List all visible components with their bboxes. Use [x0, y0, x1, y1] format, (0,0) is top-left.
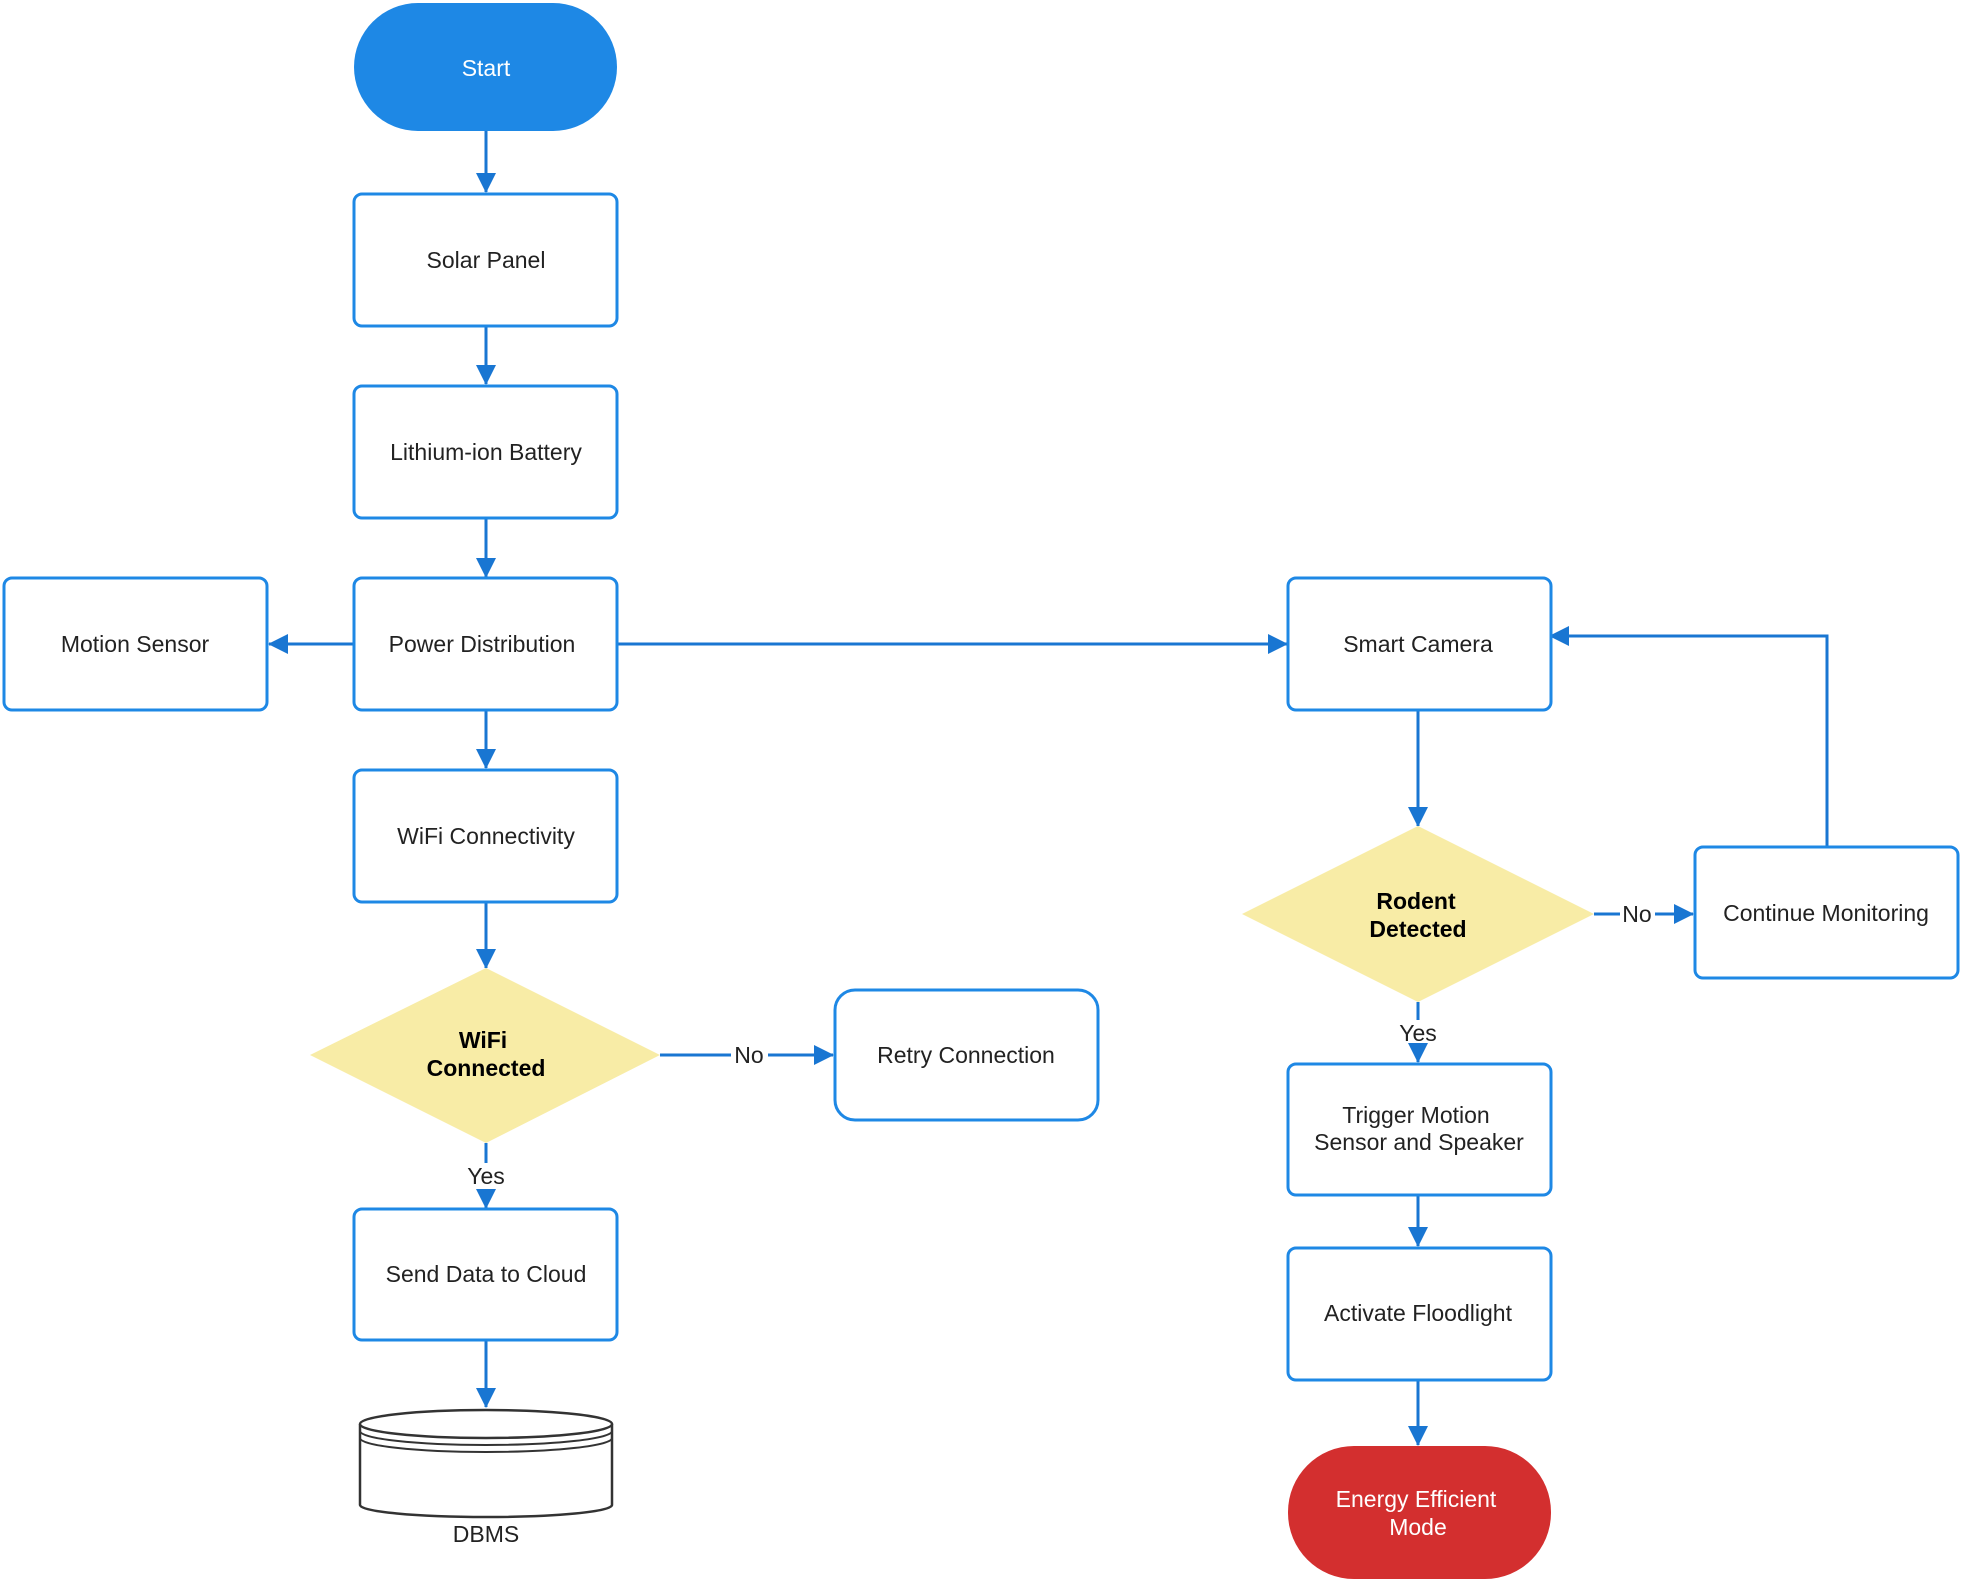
continue-monitoring-node: Continue Monitoring — [1693, 845, 1960, 980]
smart-camera-label: Smart Camera — [1343, 631, 1493, 657]
wifi-connected-label-line2: Connected — [427, 1055, 546, 1081]
send-data-node: Send Data to Cloud — [352, 1207, 619, 1342]
wifi-connected-label-line1: WiFi — [459, 1027, 507, 1053]
power-distribution-label: Power Distribution — [389, 631, 576, 657]
trigger-label-line1: Trigger Motion — [1342, 1102, 1489, 1128]
motion-sensor-node: Motion Sensor — [2, 576, 269, 712]
send-data-label: Send Data to Cloud — [386, 1261, 587, 1287]
rodent-no-label: No — [1622, 901, 1651, 927]
retry-connection-label: Retry Connection — [877, 1042, 1055, 1068]
power-distribution-node: Power Distribution — [352, 576, 619, 712]
energy-mode-label-line2: Mode — [1389, 1514, 1447, 1540]
retry-connection-node: Retry Connection — [833, 988, 1100, 1122]
edge-monitor-camera — [1549, 626, 1829, 846]
rodent-detected-label-line1: Rodent — [1376, 888, 1456, 914]
trigger-label-line2: Sensor and Speaker — [1314, 1129, 1524, 1155]
edges — [268, 131, 1829, 1446]
wifi-connectivity-node: WiFi Connectivity — [352, 768, 619, 904]
floodlight-node: Activate Floodlight — [1286, 1246, 1553, 1382]
solar-panel-node: Solar Panel — [352, 192, 619, 328]
motion-sensor-label: Motion Sensor — [61, 631, 210, 657]
wifi-yes-label: Yes — [467, 1163, 505, 1189]
floodlight-label: Activate Floodlight — [1324, 1300, 1513, 1326]
rodent-detected-label-line2: Detected — [1369, 916, 1466, 942]
dbms-database: DBMS — [358, 1408, 614, 1547]
wifi-connectivity-label: WiFi Connectivity — [397, 823, 575, 849]
battery-node: Lithium-ion Battery — [352, 384, 619, 520]
energy-mode-label-line1: Energy Efficient — [1336, 1486, 1497, 1512]
wifi-no-label: No — [734, 1042, 763, 1068]
energy-mode-node: Energy Efficient Mode — [1288, 1446, 1551, 1579]
smart-camera-node: Smart Camera — [1286, 576, 1553, 712]
solar-panel-label: Solar Panel — [427, 247, 546, 273]
rodent-yes-label: Yes — [1399, 1020, 1437, 1046]
rodent-detected-decision: Rodent Detected — [1242, 826, 1594, 1002]
wifi-connected-decision: WiFi Connected — [310, 968, 660, 1143]
trigger-node: Trigger Motion Sensor and Speaker — [1286, 1062, 1553, 1197]
battery-label: Lithium-ion Battery — [390, 439, 582, 465]
start-node: Start — [354, 3, 617, 131]
continue-monitoring-label: Continue Monitoring — [1723, 900, 1929, 926]
start-label: Start — [462, 55, 511, 81]
dbms-label: DBMS — [453, 1521, 519, 1547]
